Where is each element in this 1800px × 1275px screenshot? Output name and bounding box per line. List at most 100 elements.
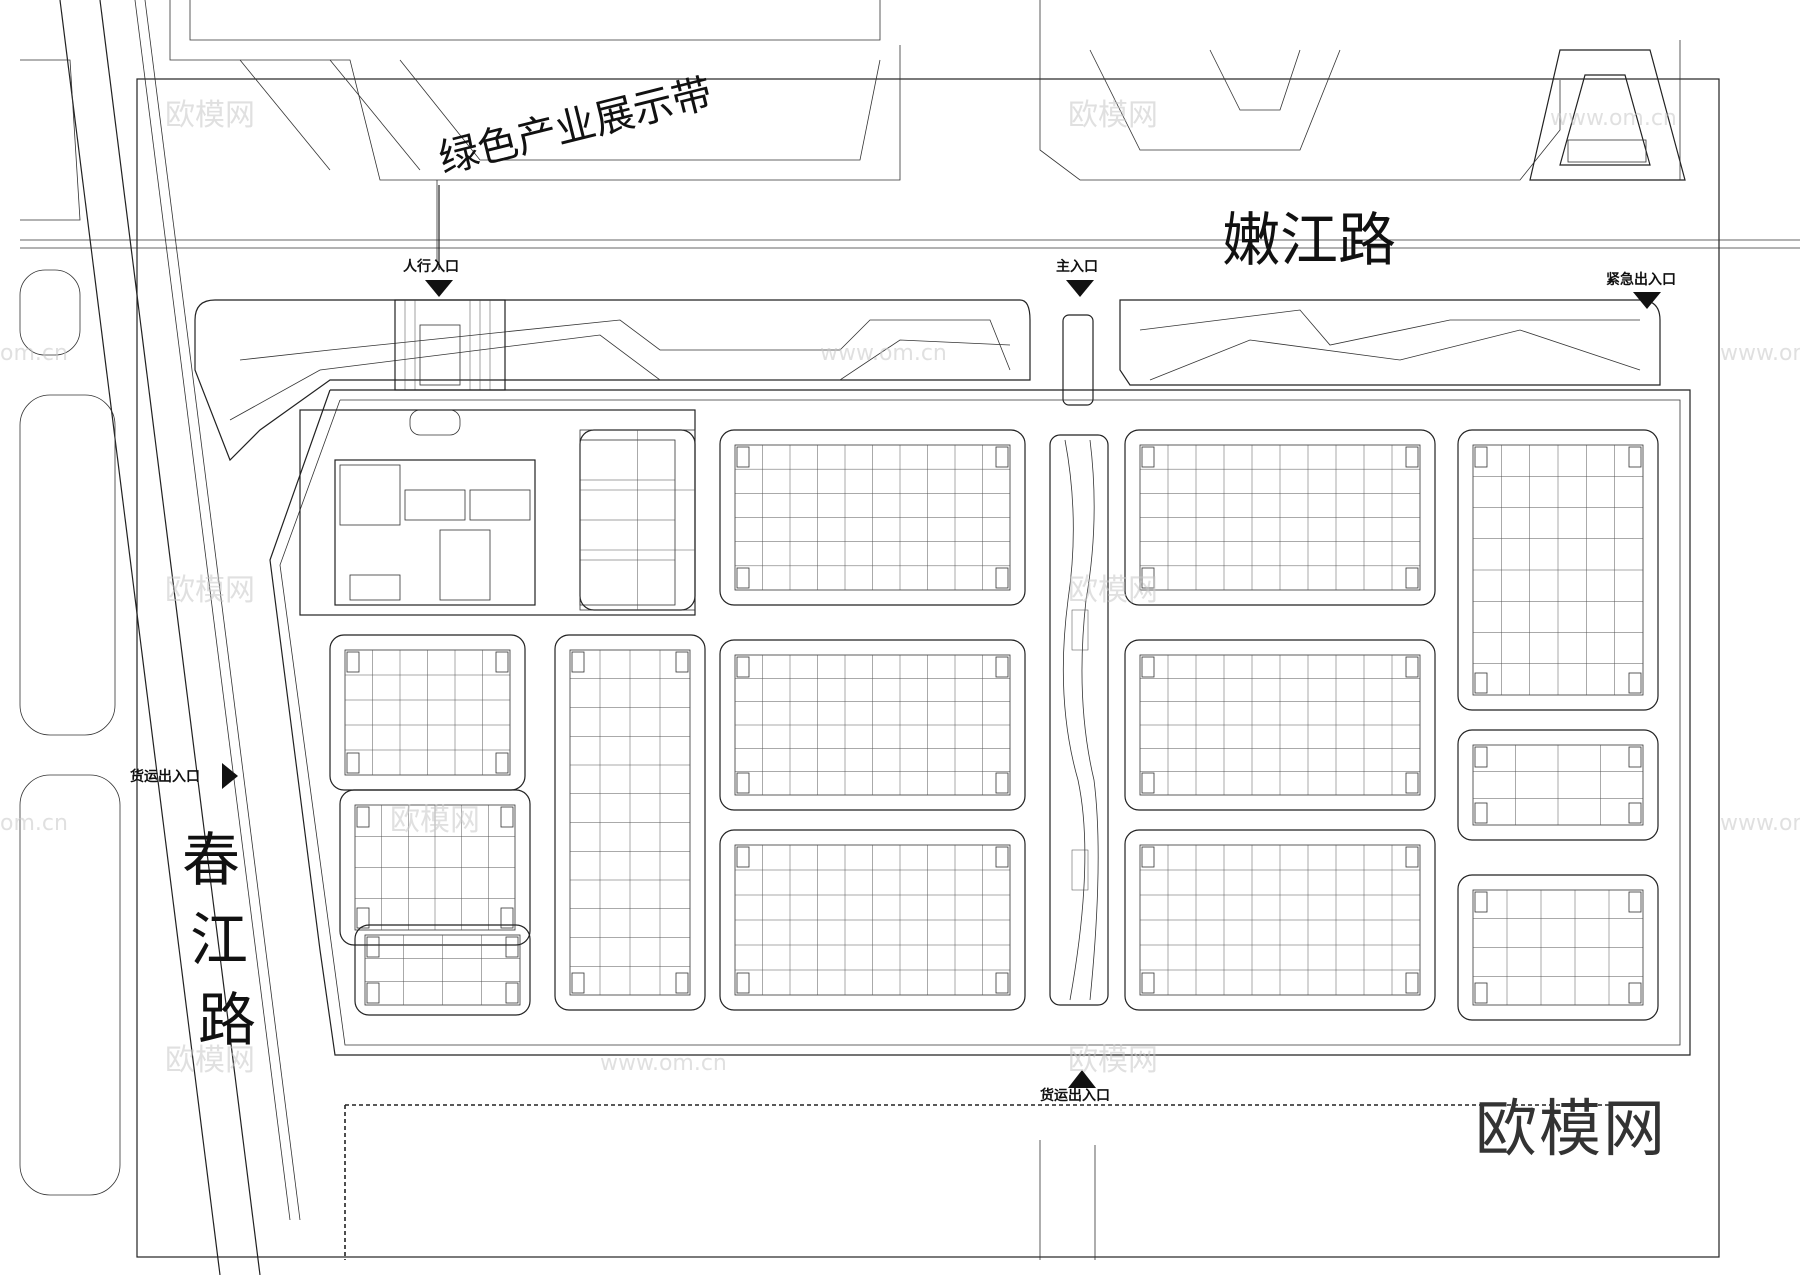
entrance-arrows [222,280,1661,1088]
watermark: 欧模网 [1068,98,1158,133]
stair-core [1405,972,1419,994]
pedestrian-entrance-label: 人行入口 [403,258,459,275]
north-road-label: 嫩江路 [1222,206,1396,274]
stair-core [736,772,750,794]
stair-core [1405,656,1419,678]
stair-core [366,936,380,958]
warehouse-outline [1457,874,1659,1021]
warehouse-outline [719,829,1026,1011]
stair-core [1474,891,1488,913]
stair-core [675,651,689,673]
warehouse-blocks [329,429,1659,1021]
warehouse-outline [719,639,1026,811]
west-road-label-char-2: 江 [190,906,248,974]
site-perimeter [269,389,1691,1260]
office-building [299,409,696,616]
stair-core [1628,746,1642,768]
watermark: www.om.cn [1720,341,1800,366]
stair-core [1405,567,1419,589]
stair-core [1141,972,1155,994]
stair-core [1141,567,1155,589]
freight-south-entrance-label: 货运出入口 [1039,1087,1110,1104]
stair-core [1474,982,1488,1004]
stair-core [505,982,519,1004]
watermark: www.om.cn [600,1051,727,1076]
pedestrian-plaza [394,185,506,436]
stair-core [736,846,750,868]
warehouse-outline [1457,729,1659,841]
stair-core [1628,982,1642,1004]
site-boundary [20,78,1800,1258]
central-green-spine [1049,434,1109,1006]
warehouse-outline [554,634,706,1011]
stair-core [1474,802,1488,824]
stair-core [736,972,750,994]
freight-west-arrow [222,763,238,789]
pedestrian-entrance-arrow [425,280,453,297]
watermark: 欧模网 [165,98,255,133]
watermark: 欧模网 [390,803,480,838]
warehouse-outline [354,924,531,1016]
stair-core [1628,672,1642,694]
stair-core [995,972,1009,994]
watermarks: 欧模网 欧模网 欧模网 欧模网 欧模网 欧模网 欧模网 www.om.cn ww… [0,98,1800,1078]
stair-core [1628,802,1642,824]
west-road-edges [19,0,301,1275]
stair-core [736,656,750,678]
freight-west-entrance-label: 货运出入口 [129,768,200,785]
stair-core [1141,846,1155,868]
emergency-entrance-label: 紧急出入口 [1606,271,1676,288]
watermark: 欧模网 [165,1043,255,1078]
freight-south-arrow [1068,1070,1096,1088]
stair-core [366,982,380,1004]
stair-core [356,907,370,929]
stair-core [995,772,1009,794]
stair-core [995,846,1009,868]
stair-core [736,567,750,589]
emergency-entrance-arrow [1633,292,1661,309]
stair-core [736,446,750,468]
stair-core [995,656,1009,678]
stair-core [995,446,1009,468]
stair-core [675,972,689,994]
warehouse-outline [1124,429,1436,606]
main-entrance-arrow [1066,280,1094,297]
watermark: 欧模网 [1068,573,1158,608]
stair-core [1141,446,1155,468]
stair-core [571,972,585,994]
stair-core [1474,746,1488,768]
main-entrance-label: 主入口 [1056,258,1098,275]
watermark: www.om.cn [1550,106,1677,131]
warehouse-outline [719,429,1026,606]
watermark: 欧模网 [1068,1043,1158,1078]
stair-core [505,936,519,958]
west-road-label: 春 江 路 [182,826,256,1054]
stair-core [356,806,370,828]
stair-core [1405,446,1419,468]
watermark: om.cn [0,811,68,836]
west-road-label-char-3: 路 [198,986,256,1054]
warehouse-outline [1124,829,1436,1011]
watermark: 欧模网 [165,573,255,608]
stair-core [1405,772,1419,794]
watermark: om.cn [0,341,68,366]
warehouse-outline [339,789,531,946]
stair-core [346,651,360,673]
watermark-logo: 欧模网 [1475,1092,1667,1165]
warehouse-outline [1457,429,1659,711]
warehouse-outline [1124,639,1436,811]
north-landscape-strip [194,299,1661,462]
stair-core [1474,446,1488,468]
stair-core [1141,656,1155,678]
watermark: www.om.cn [1720,811,1800,836]
stair-core [500,907,514,929]
stair-core [995,567,1009,589]
north-road-edges [169,0,1686,181]
stair-core [1628,891,1642,913]
stair-core [500,806,514,828]
green-belt-label: 绿色产业展示带 [434,70,717,182]
stair-core [1474,672,1488,694]
stair-core [495,651,509,673]
stair-core [1141,772,1155,794]
